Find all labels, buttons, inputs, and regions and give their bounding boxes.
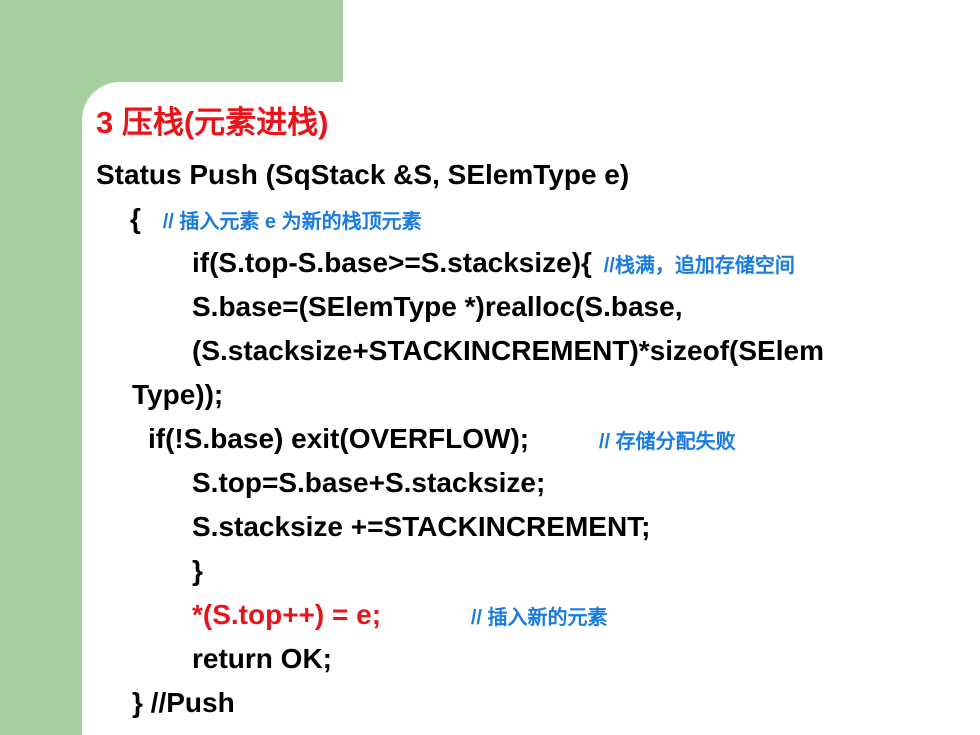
- open-brace: {: [130, 203, 141, 234]
- slide-content-panel: [82, 82, 980, 735]
- code-line-signature: Status Push (SqStack &S, SElemType e): [96, 159, 630, 190]
- code-line-overflow: if(!S.base) exit(OVERFLOW); // 存储分配失败: [148, 422, 736, 459]
- code-line-return: return OK;: [192, 643, 332, 674]
- code-line-increment-size: S.stacksize +=STACKINCREMENT;: [192, 511, 651, 542]
- overflow-code: if(!S.base) exit(OVERFLOW);: [148, 423, 530, 454]
- comment-insert-element: // 插入元素 e 为新的栈顶元素: [162, 211, 422, 233]
- code-line-type-close: Type));: [132, 379, 224, 410]
- if-full-code: if(S.top-S.base>=S.stacksize){: [192, 247, 592, 278]
- slide-title: 3 压栈(元素进栈): [96, 105, 329, 140]
- push-element-code: *(S.top++) = e;: [192, 599, 382, 630]
- code-line-set-top: S.top=S.base+S.stacksize;: [192, 467, 546, 498]
- code-line-push-element: *(S.top++) = e; // 插入新的元素: [192, 598, 608, 635]
- code-line-sizeof: (S.stacksize+STACKINCREMENT)*sizeof(SEle…: [192, 335, 824, 366]
- comment-insert-new: // 插入新的元素: [470, 607, 608, 629]
- code-line-close-push: } //Push: [132, 687, 235, 718]
- code-line-open-brace: { // 插入元素 e 为新的栈顶元素: [130, 202, 422, 239]
- code-line-realloc: S.base=(SElemType *)realloc(S.base,: [192, 291, 683, 322]
- code-line-close-if-brace: }: [192, 555, 203, 586]
- comment-stack-full: //栈满，追加存储空间: [603, 255, 795, 277]
- code-line-if-full: if(S.top-S.base>=S.stacksize){ //栈满，追加存储…: [192, 246, 795, 283]
- green-sidebar-background: [0, 0, 82, 735]
- comment-alloc-fail: // 存储分配失败: [598, 431, 736, 453]
